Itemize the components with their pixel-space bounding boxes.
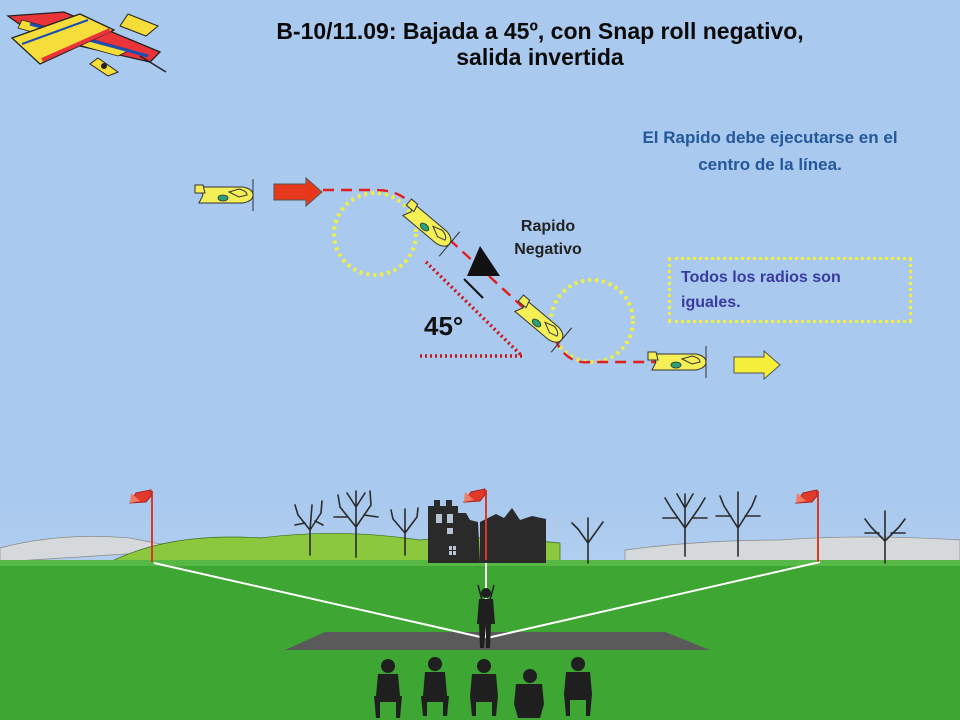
trees [294, 490, 906, 564]
snap-roll-label: Rapido Negativo [514, 218, 582, 258]
judges [374, 657, 592, 718]
tree-icon [864, 510, 906, 564]
castle-icon [428, 500, 546, 563]
flags [129, 488, 819, 562]
flag-icon [129, 489, 153, 562]
logo-airplane-icon [6, 11, 167, 77]
title-line-2: salida invertida [456, 44, 624, 70]
judge-icon [421, 657, 449, 716]
arrow-right-icon [273, 176, 323, 208]
tree-icon [333, 490, 379, 558]
radii-note-box: Todos los radios son iguales. [668, 257, 912, 323]
flag-icon [462, 488, 487, 560]
judge-icon [564, 657, 592, 716]
airplane-icon [647, 345, 707, 379]
runway [285, 632, 710, 650]
angle-label: 45° [424, 311, 464, 341]
tree-icon [662, 493, 708, 557]
page-title: B-10/11.09: Bajada a 45º, con Snap roll … [200, 18, 880, 70]
flag-icon [794, 489, 819, 562]
title-line-1: B-10/11.09: Bajada a 45º, con Snap roll … [276, 18, 804, 44]
judge-icon [514, 669, 544, 718]
snap-triangle-icon [463, 246, 500, 299]
tree-icon [715, 491, 761, 557]
judge-icon [470, 659, 498, 716]
angle-reference [420, 260, 524, 358]
center-note: El Rapido debe ejecutarse en el centro d… [642, 128, 898, 174]
arrow-right-icon [733, 349, 781, 381]
judge-icon [374, 659, 402, 718]
tree-icon [390, 507, 419, 556]
radii-note-text: Todos los radios son iguales. [681, 269, 841, 311]
pilot-icon [477, 584, 495, 648]
tree-icon [294, 500, 324, 556]
airplane-icon [194, 178, 254, 212]
tree-icon [571, 517, 604, 564]
